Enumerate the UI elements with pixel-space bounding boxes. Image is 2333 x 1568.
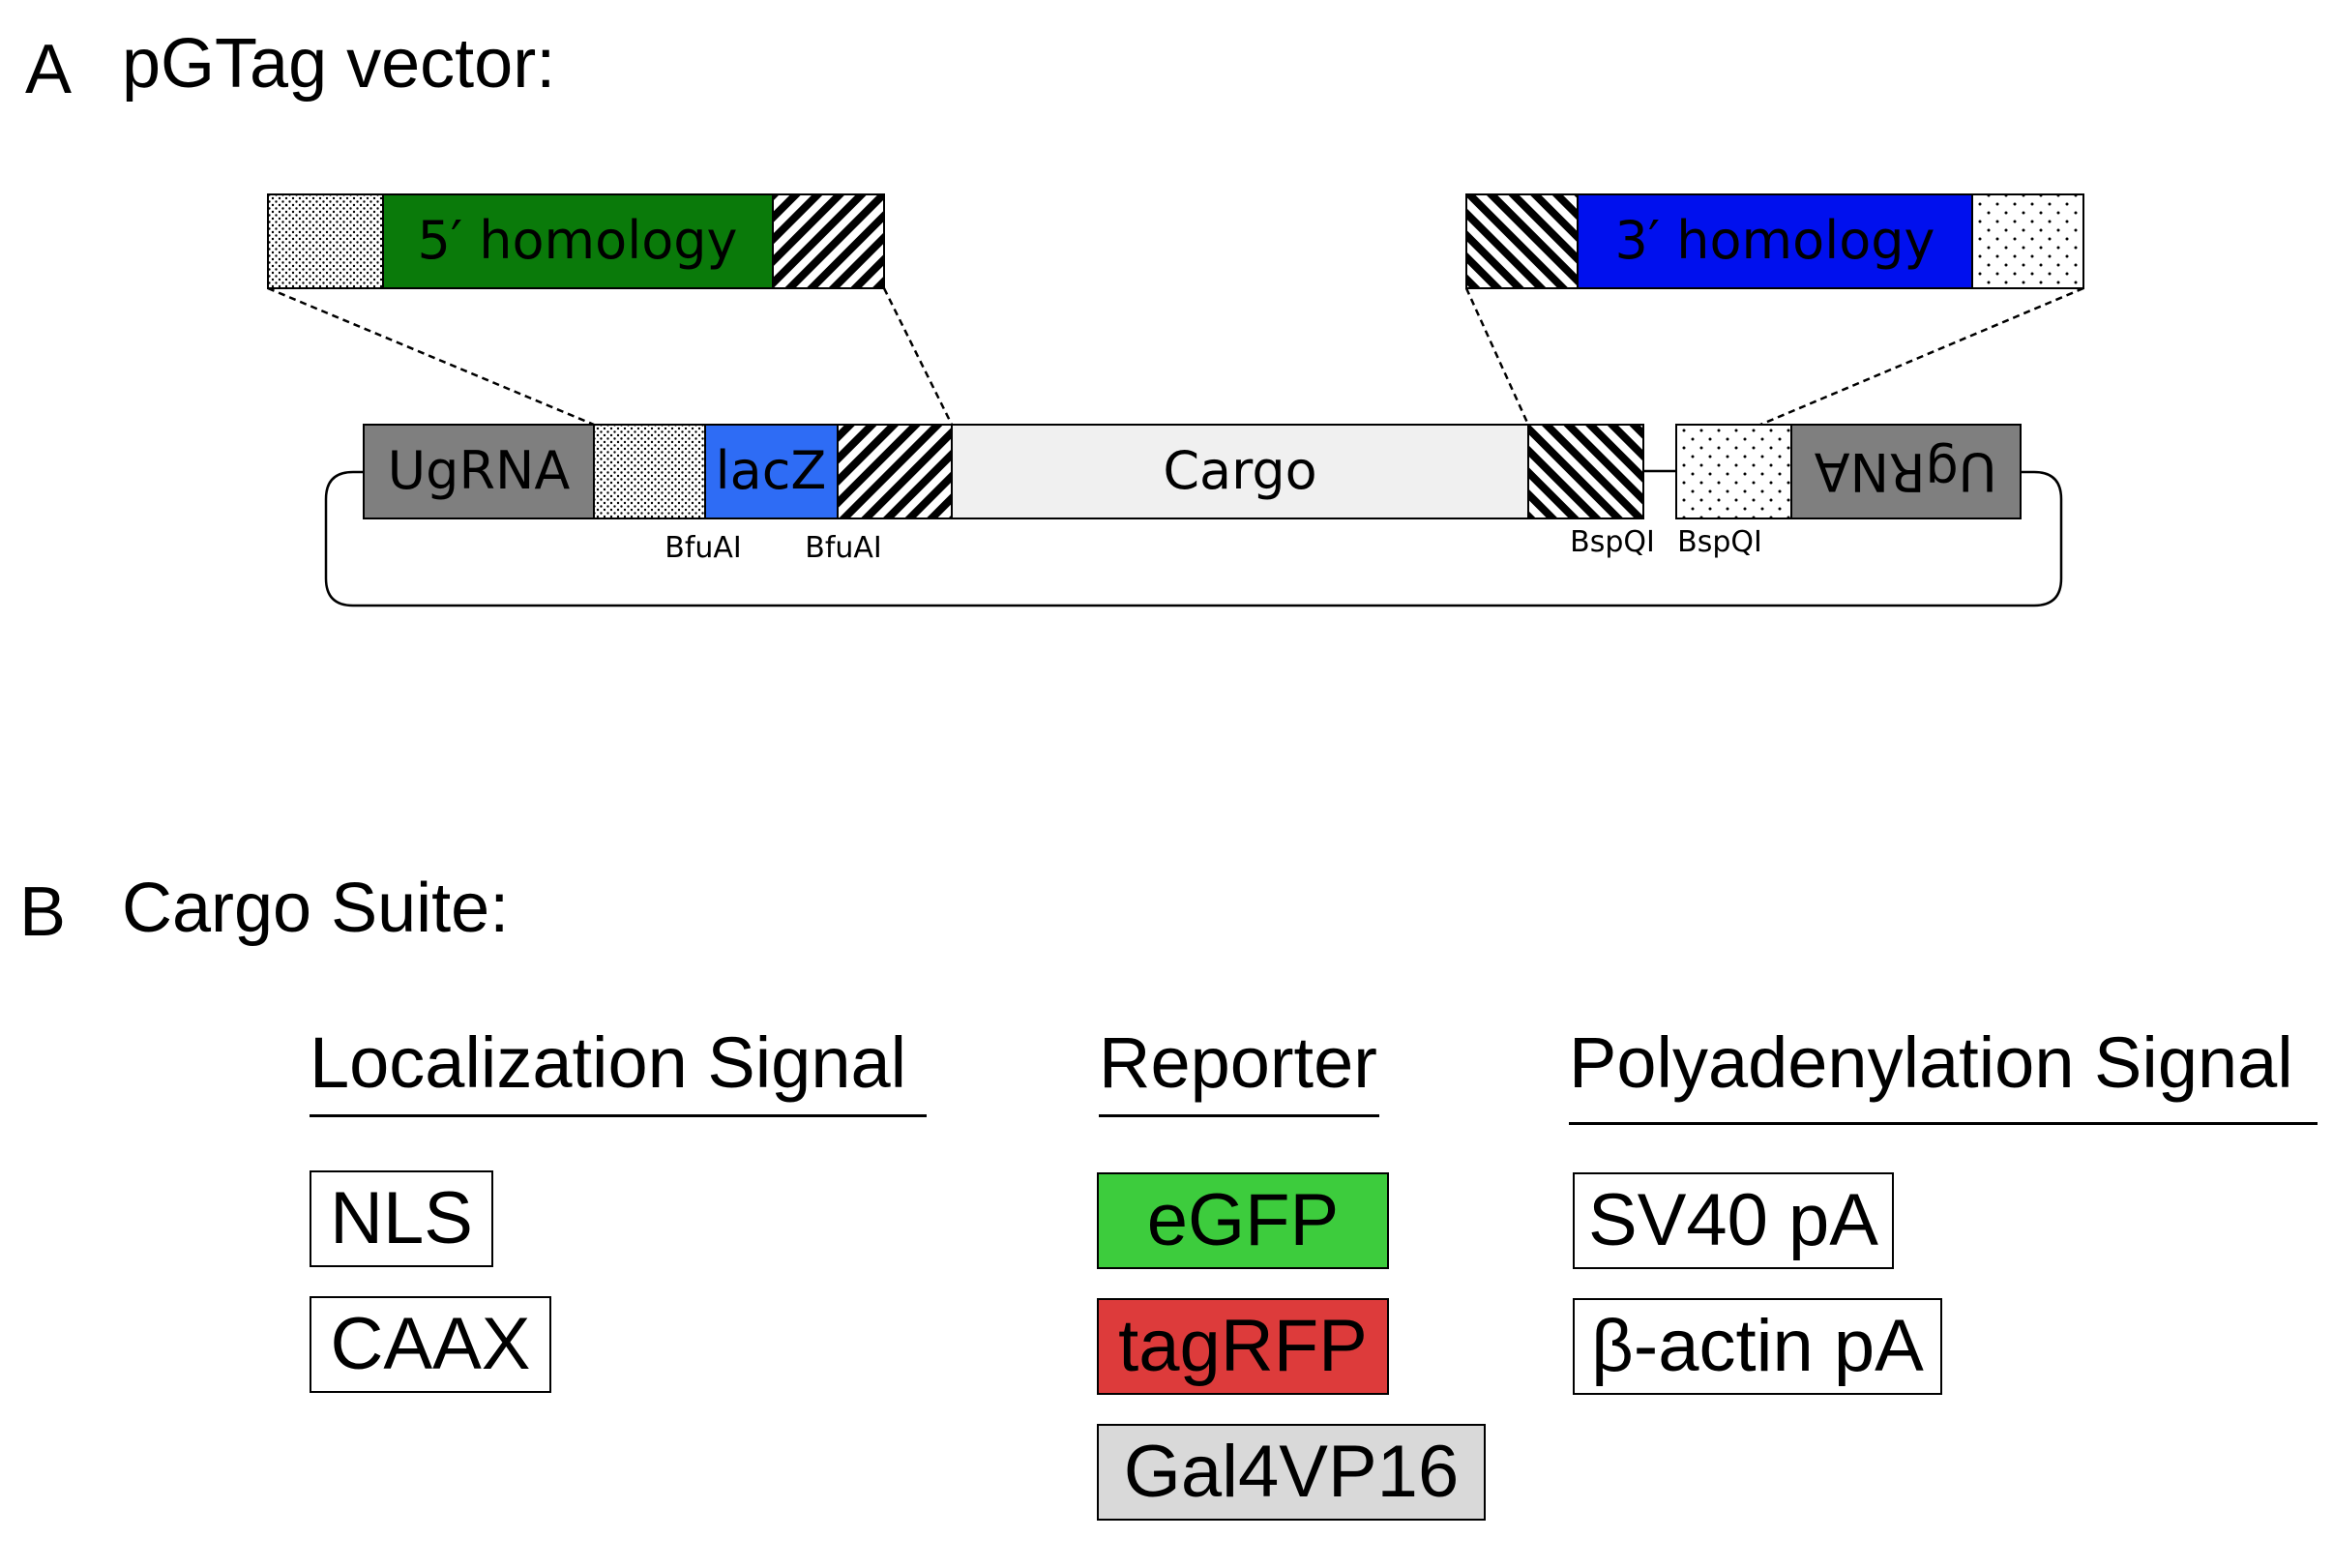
homology-3-site-dots [1675,424,1792,519]
plasmid-backbone [324,470,2063,607]
cargo-label: Cargo [1163,440,1316,501]
homology-3-site-hatch [1527,424,1644,519]
restriction-site-bfuai-1: BfuAI [664,531,742,565]
cargo-option-beta-actin-pa: β-actin pA [1573,1298,1942,1395]
homology-5-dots-segment [267,193,384,289]
cargo-option-caax: CAAX [310,1296,551,1393]
cargo-option-egfp: eGFP [1097,1172,1389,1269]
column-rule-localization [310,1114,927,1117]
restriction-site-bfuai-2: BfuAI [805,531,882,565]
vector-blocks: UgRNA lacZ Cargo UgRNA [363,424,2022,519]
restriction-sites: BfuAI BfuAI BspQI BspQI [664,525,1762,565]
ugrna-right-label: UgRNA [1815,441,1997,502]
cargo-option-nls: NLS [310,1170,493,1267]
cargo-option-tagrfp: tagRFP [1097,1298,1389,1395]
homology-5-label: 5′ homology [418,210,738,271]
panel-b-letter: B [19,873,67,951]
homology-guide-lines [267,286,2084,427]
homology-5-hatch-segment [772,193,885,289]
panel-a-title: pGTag vector: [122,25,556,103]
homology-3-dots-segment [1971,193,2084,289]
homology-5-block [382,193,774,289]
panel-a-letter: A [25,31,73,108]
ugrna-left-label: UgRNA [388,440,571,501]
homology-3-arm: 3′ homology [1465,193,2084,289]
ugrna-right-block [1790,424,2022,519]
column-header-localization: Localization Signal [310,1022,907,1103]
lacz-label: lacZ [716,440,827,501]
column-header-polyadenylation: Polyadenylation Signal [1569,1022,2293,1103]
homology-5-arm: 5′ homology [267,193,885,289]
cargo-option-sv40-pa: SV40 pA [1573,1172,1894,1269]
restriction-site-bspqi-1: BspQI [1570,525,1655,559]
column-rule-reporter [1099,1114,1379,1117]
column-header-reporter: Reporter [1099,1022,1377,1103]
cargo-option-gal4vp16: Gal4VP16 [1097,1424,1486,1521]
homology-5-site-hatch [837,424,953,519]
homology-5-site-dots [593,424,706,519]
homology-3-label: 3′ homology [1615,210,1935,271]
restriction-site-bspqi-2: BspQI [1677,525,1762,559]
panel-b-title: Cargo Suite: [122,870,510,947]
column-rule-polyadenylation [1569,1122,2318,1125]
pgtag-vector-map: 5′ homology 3′ homology UgRNA lacZ [267,193,2084,607]
homology-3-hatch-segment [1465,193,1579,289]
